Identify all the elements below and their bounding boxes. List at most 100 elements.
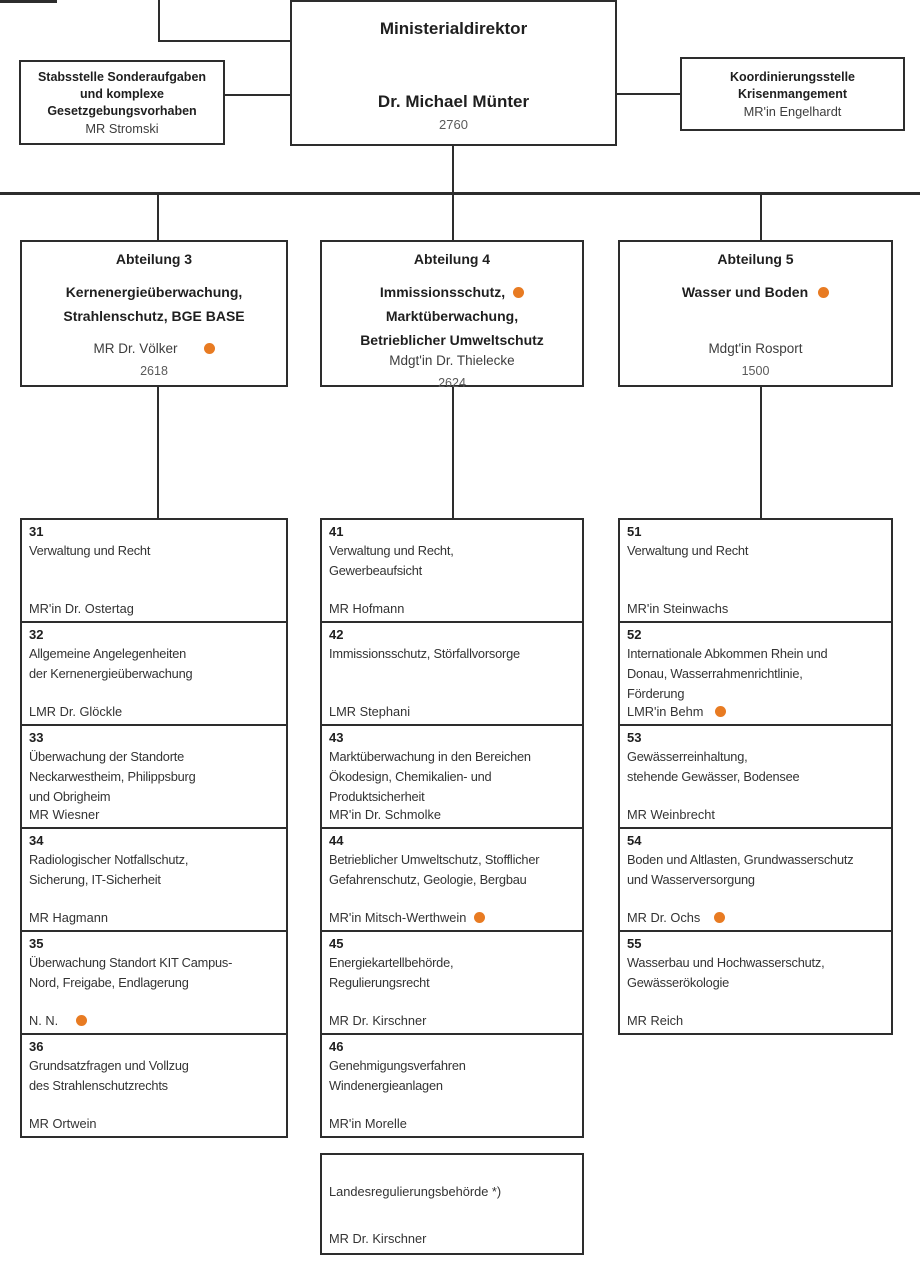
dept4-title-line: Betrieblicher Umweltschutz <box>360 332 544 348</box>
unit-task-line: Genehmigungsverfahren <box>329 1058 466 1073</box>
unit-box-46: 46 Genehmigungsverfahren Windenergieanla… <box>320 1033 584 1138</box>
dept5-phone: 1500 <box>741 364 770 378</box>
unit-number: 42 <box>329 627 344 642</box>
unit-box-44: 44 Betrieblicher Umweltschutz, Stofflich… <box>320 827 584 932</box>
dept3-person: MR Dr. Völker <box>93 340 215 358</box>
unit-number: 34 <box>29 833 44 848</box>
cutoff-line-top-left <box>0 0 57 3</box>
unit-number: 41 <box>329 524 344 539</box>
staff-unit-title-line: und komplexe <box>79 86 165 101</box>
staff-unit-person: MR Stromski <box>85 120 159 136</box>
unit-task-line: Gewässerökologie <box>627 975 730 990</box>
unit-person: MR Dr. Ochs <box>627 910 884 926</box>
unit-person: MR Dr. Kirschner <box>329 1013 427 1028</box>
unit-task-line: Regulierungsrecht <box>329 975 430 990</box>
dept4-phone: 2624 <box>438 376 466 390</box>
unit-number: 45 <box>329 936 344 951</box>
unit-box-41: 41 Verwaltung und Recht, Gewerbeaufsicht… <box>320 518 584 623</box>
unit-person: MR Hagmann <box>29 910 108 925</box>
unit-person-name: MR Dr. Ochs <box>627 910 701 925</box>
unit-person: MR Reich <box>627 1013 684 1028</box>
connector-director-to-coordination <box>617 93 680 95</box>
unit-task-line: und Wasserversorgung <box>627 872 755 887</box>
dept5-unit-column: 51 Verwaltung und Recht MR'in Steinwachs… <box>618 518 893 1035</box>
unit-task-line: Verwaltung und Recht <box>29 543 151 558</box>
staff-unit-title-line: Stabsstelle Sonderaufgaben <box>37 69 207 84</box>
connector-dept4-units <box>452 387 454 518</box>
dept3-label: Abteilung 3 <box>115 251 193 267</box>
unit-task-line: Radiologischer Notfallschutz, <box>29 852 189 867</box>
dept3-person-name: MR Dr. Völker <box>93 341 178 356</box>
unit-number: 46 <box>329 1039 344 1054</box>
dept3-title: Kernenergieüberwachung, Strahlenschutz, … <box>63 280 244 328</box>
unit-person: LMR Dr. Glöckle <box>29 704 123 719</box>
status-dot-icon <box>76 1015 88 1027</box>
unit-person: MR Hofmann <box>329 601 405 616</box>
unit-number: 52 <box>627 627 642 642</box>
unit-box-53: 53 Gewässerreinhaltung, stehende Gewässe… <box>618 724 893 829</box>
unit-number: 33 <box>29 730 44 745</box>
unit-task-line: Überwachung der Standorte <box>29 749 185 764</box>
unit-task-line: stehende Gewässer, Bodensee <box>627 769 800 784</box>
director-name: Dr. Michael Münter <box>377 92 530 111</box>
dept4-person: Mdgt'in Dr. Thielecke <box>389 353 515 368</box>
dept5-header-box: Abteilung 5 Wasser und Boden Mdgt'in Ros… <box>618 240 893 387</box>
coordination-unit-person: MR'in Engelhardt <box>743 103 842 119</box>
unit-person: MR Weinbrecht <box>627 807 715 822</box>
unit-box-31: 31 Verwaltung und Recht MR'in Dr. Ostert… <box>20 518 288 623</box>
unit-task-line: Neckarwestheim, Philippsburg <box>29 769 196 784</box>
status-dot-icon <box>474 912 486 924</box>
unit-box-43: 43 Marktüberwachung in den Bereichen Öko… <box>320 724 584 829</box>
unit-person: LMR'in Behm <box>627 704 884 720</box>
dept4-header-box: Abteilung 4 Immissionsschutz, Marktüberw… <box>320 240 584 390</box>
unit-box-34: 34 Radiologischer Notfallschutz, Sicheru… <box>20 827 288 932</box>
dept4-title: Immissionsschutz, Marktüberwachung, Betr… <box>360 280 544 352</box>
unit-box-51: 51 Verwaltung und Recht MR'in Steinwachs <box>618 518 893 623</box>
unit-number: 51 <box>627 524 642 539</box>
coordination-unit-box: Koordinierungsstelle Krisenmangement MR'… <box>680 57 905 131</box>
connector-top-horizontal <box>158 40 290 42</box>
unit-person-name: LMR'in Behm <box>627 704 704 719</box>
unit-person: LMR Stephani <box>329 704 411 719</box>
drop-line-dept4 <box>452 195 454 240</box>
unit-task-line: des Strahlenschutzrechts <box>29 1078 168 1093</box>
unit-task-line: Internationale Abkommen Rhein und <box>627 646 828 661</box>
unit-person: MR'in Steinwachs <box>627 601 729 616</box>
unit-task-line: Gewässerreinhaltung, <box>627 749 748 764</box>
unit-task-line: Allgemeine Angelegenheiten <box>29 646 187 661</box>
unit-task-line: und Obrigheim <box>29 789 111 804</box>
status-dot-icon <box>714 912 726 924</box>
unit-person-name: MR'in Mitsch-Werthwein <box>329 910 467 925</box>
unit-person: N. N. <box>29 1013 279 1029</box>
unit-task-line: Förderung <box>627 686 685 701</box>
status-dot-icon <box>513 286 525 298</box>
drop-line-dept3 <box>157 195 159 240</box>
unit-number: 55 <box>627 936 642 951</box>
unit-number: 43 <box>329 730 344 745</box>
director-box: Ministerialdirektor Dr. Michael Münter 2… <box>290 0 617 146</box>
unit-task-line: Marktüberwachung in den Bereichen <box>329 749 531 764</box>
status-dot-icon <box>203 342 215 354</box>
dept3-header-box: Abteilung 3 Kernenergieüberwachung, Stra… <box>20 240 288 387</box>
status-dot-icon <box>818 286 830 298</box>
connector-dept5-units <box>760 387 762 518</box>
unit-number: 35 <box>29 936 44 951</box>
unit-box-42: 42 Immissionsschutz, Störfallvorsorge LM… <box>320 621 584 726</box>
coordination-unit-title-line: Koordinierungsstelle <box>729 69 856 84</box>
unit-task-line: Energiekartellbehörde, <box>329 955 454 970</box>
unit-task-line: Nord, Freigabe, Endlagerung <box>29 975 189 990</box>
dept3-phone: 2618 <box>140 364 168 378</box>
unit-person-name: N. N. <box>29 1013 59 1028</box>
dept3-title-line: Kernenergieüberwachung, <box>65 284 243 300</box>
unit-box-33: 33 Überwachung der Standorte Neckarwesth… <box>20 724 288 829</box>
dept4-unit-column: 41 Verwaltung und Recht, Gewerbeaufsicht… <box>320 518 584 1138</box>
unit-box-32: 32 Allgemeine Angelegenheiten der Kernen… <box>20 621 288 726</box>
dept5-person: Mdgt'in Rosport <box>708 341 803 356</box>
unit-number: 53 <box>627 730 642 745</box>
unit-number: 54 <box>627 833 642 848</box>
state-regulatory-authority-title: Landesregulierungsbehörde *) <box>329 1184 502 1199</box>
unit-task-line: Donau, Wasserrahmenrichtlinie, <box>627 666 803 681</box>
dept3-unit-column: 31 Verwaltung und Recht MR'in Dr. Ostert… <box>20 518 288 1138</box>
unit-person: MR Ortwein <box>29 1116 97 1131</box>
unit-number: 36 <box>29 1039 44 1054</box>
